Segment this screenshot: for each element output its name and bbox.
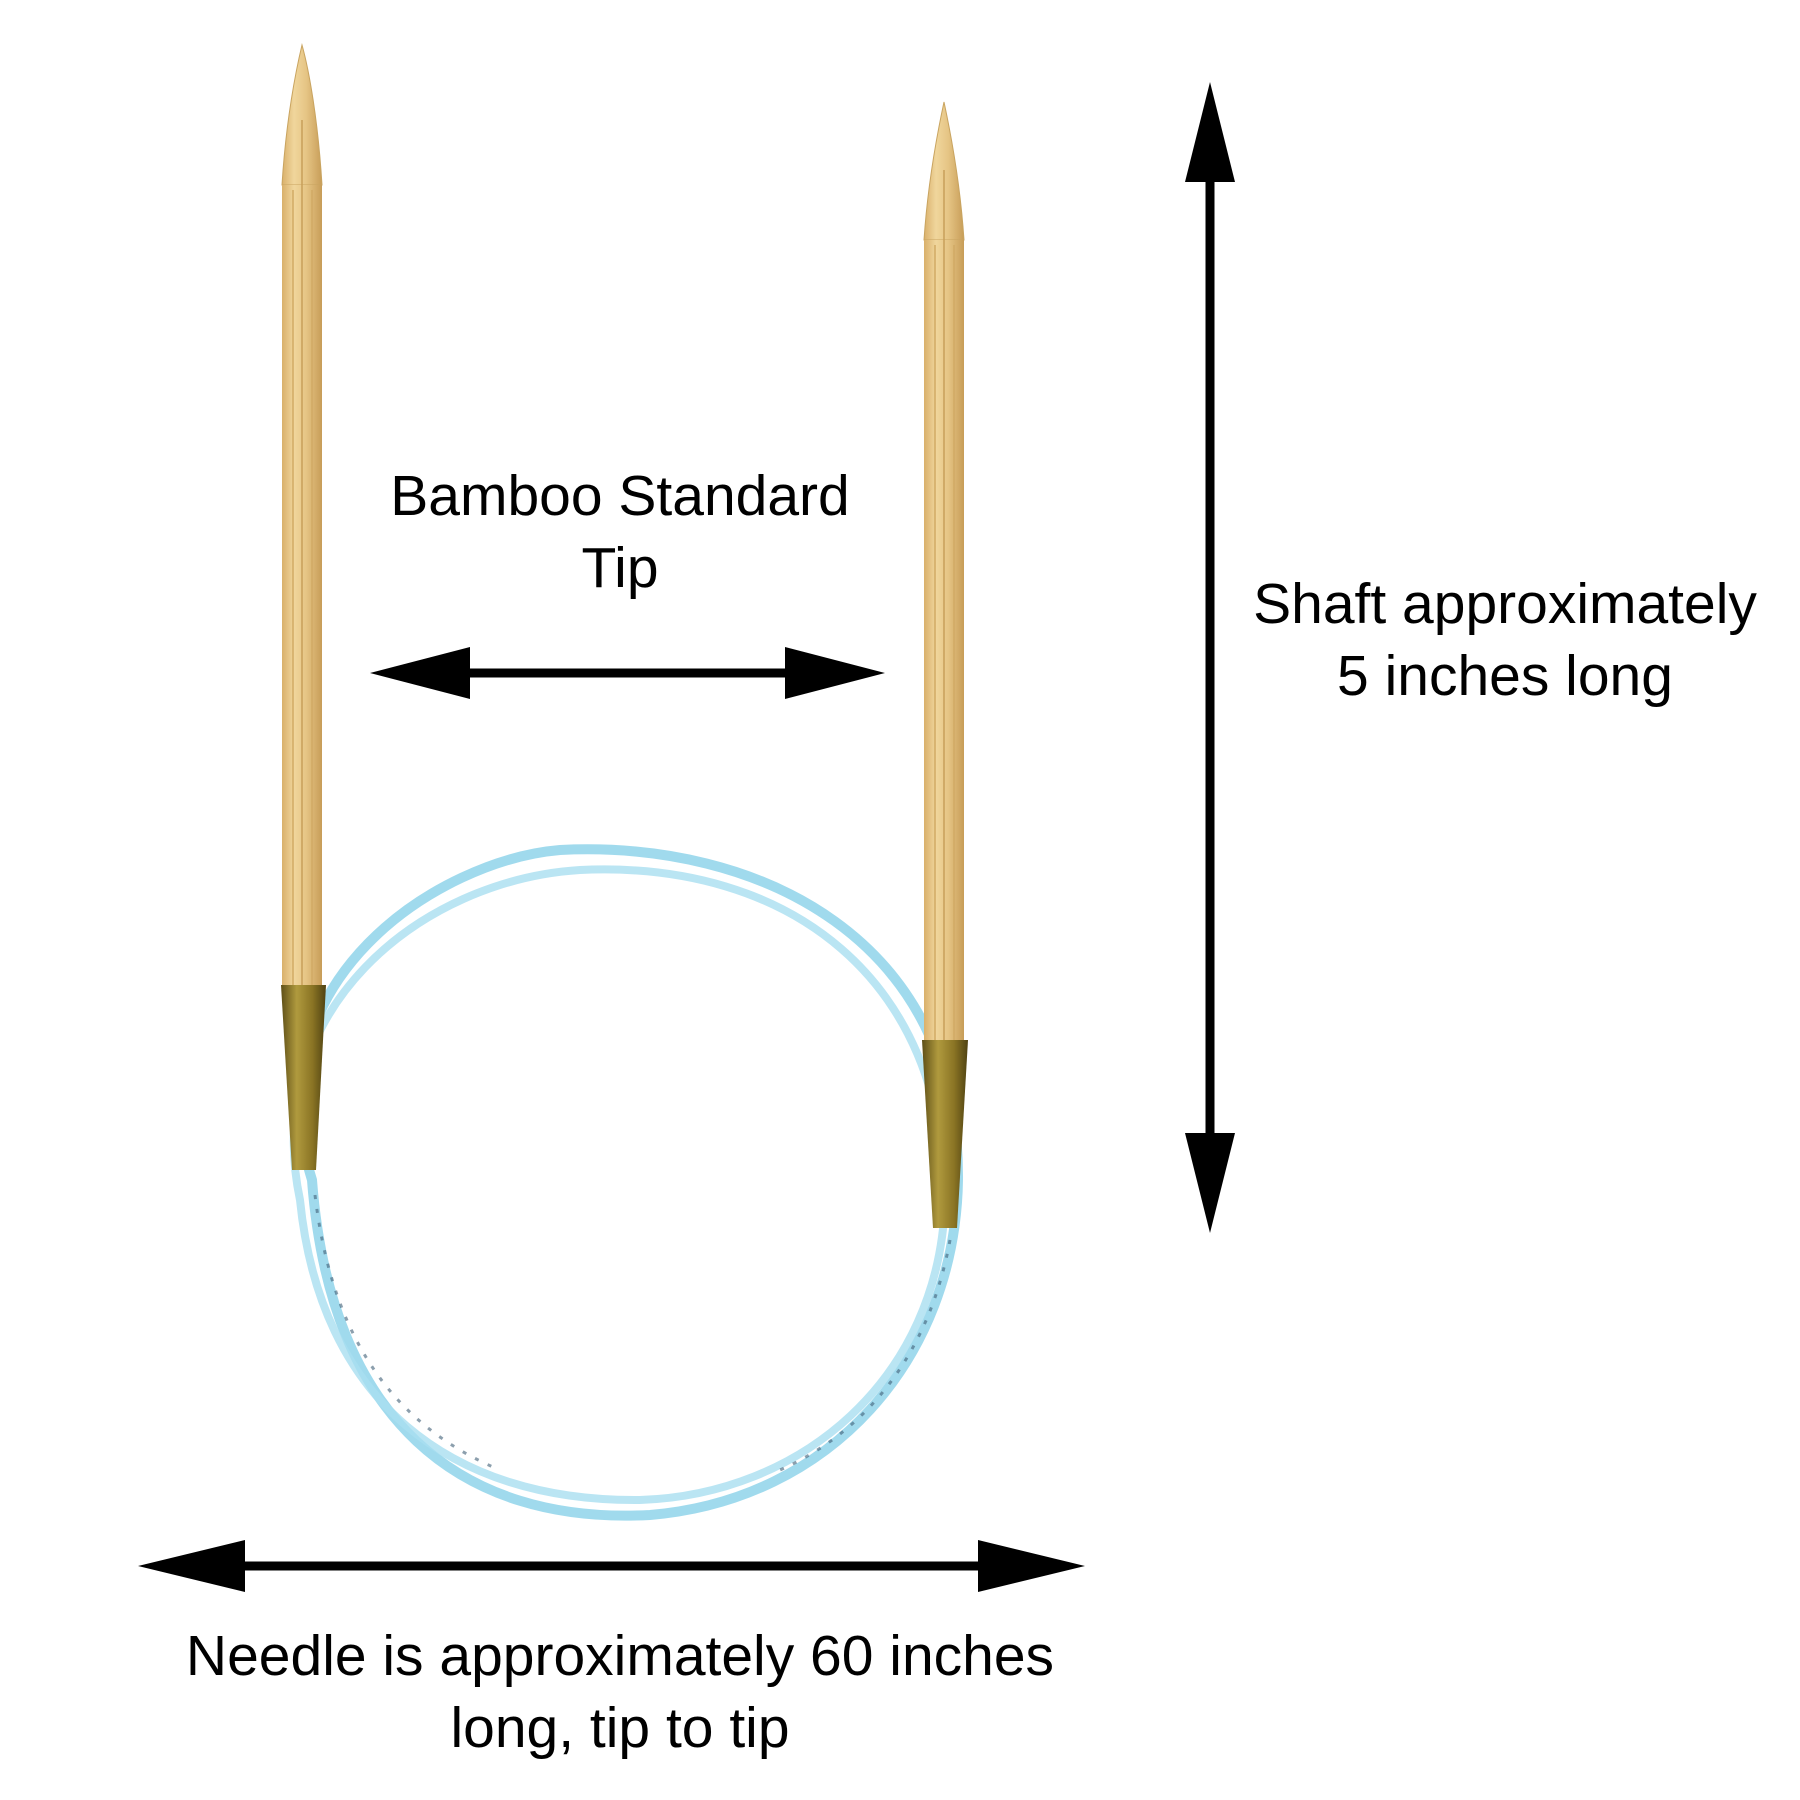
right-needle — [922, 101, 968, 1228]
shaft-label-line1: Shaft approximately — [1253, 572, 1757, 636]
length-label-line1: Needle is approximately 60 inches — [185, 1624, 1055, 1688]
shaft-label-line2: 5 inches long — [1337, 644, 1673, 708]
shaft-label: Shaft approximately 5 inches long — [1225, 568, 1785, 712]
total-length-arrow — [138, 1540, 1085, 1592]
cable-loop — [289, 844, 964, 1521]
left-needle — [281, 43, 326, 1170]
length-label: Needle is approximately 60 inches long, … — [120, 1620, 1120, 1764]
tip-label-line1: Bamboo Standard — [390, 464, 850, 528]
tip-width-arrow — [370, 647, 885, 699]
shaft-length-arrow — [1185, 82, 1235, 1233]
tip-label: Bamboo Standard Tip — [330, 460, 910, 604]
length-label-line2: long, tip to tip — [450, 1696, 790, 1760]
tip-label-line2: Tip — [581, 536, 659, 600]
